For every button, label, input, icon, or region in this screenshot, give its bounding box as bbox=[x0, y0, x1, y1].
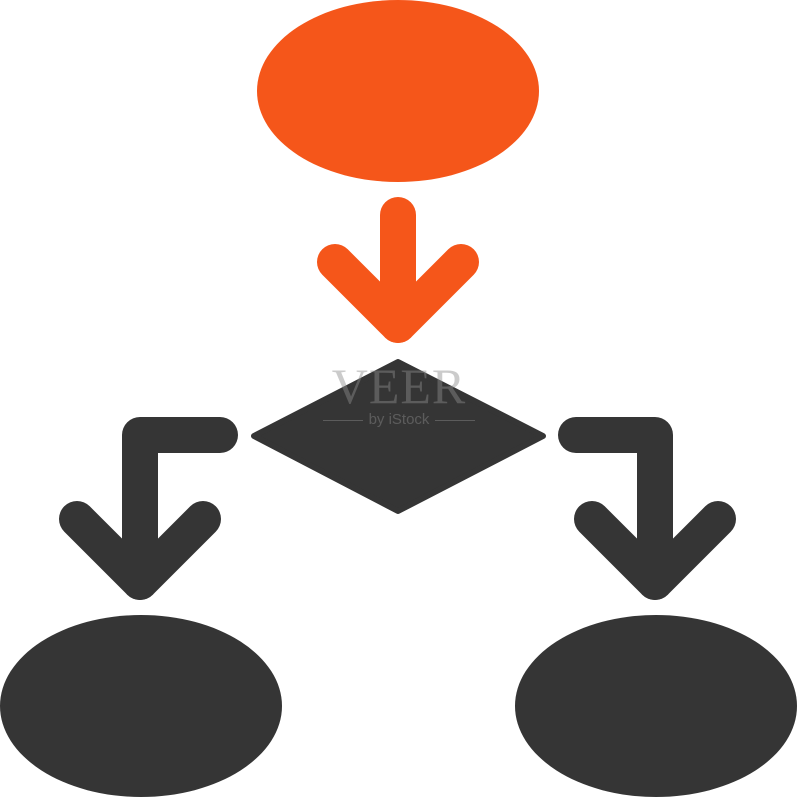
right-outcome-ellipse-node bbox=[515, 615, 797, 797]
start-ellipse-node bbox=[257, 0, 539, 182]
start-to-decision-arrow bbox=[317, 197, 479, 343]
left-outcome-ellipse-node bbox=[0, 615, 282, 797]
decision-to-right-arrow bbox=[558, 417, 736, 600]
decision-to-left-arrow bbox=[59, 417, 238, 600]
decision-diamond-node bbox=[251, 359, 546, 514]
